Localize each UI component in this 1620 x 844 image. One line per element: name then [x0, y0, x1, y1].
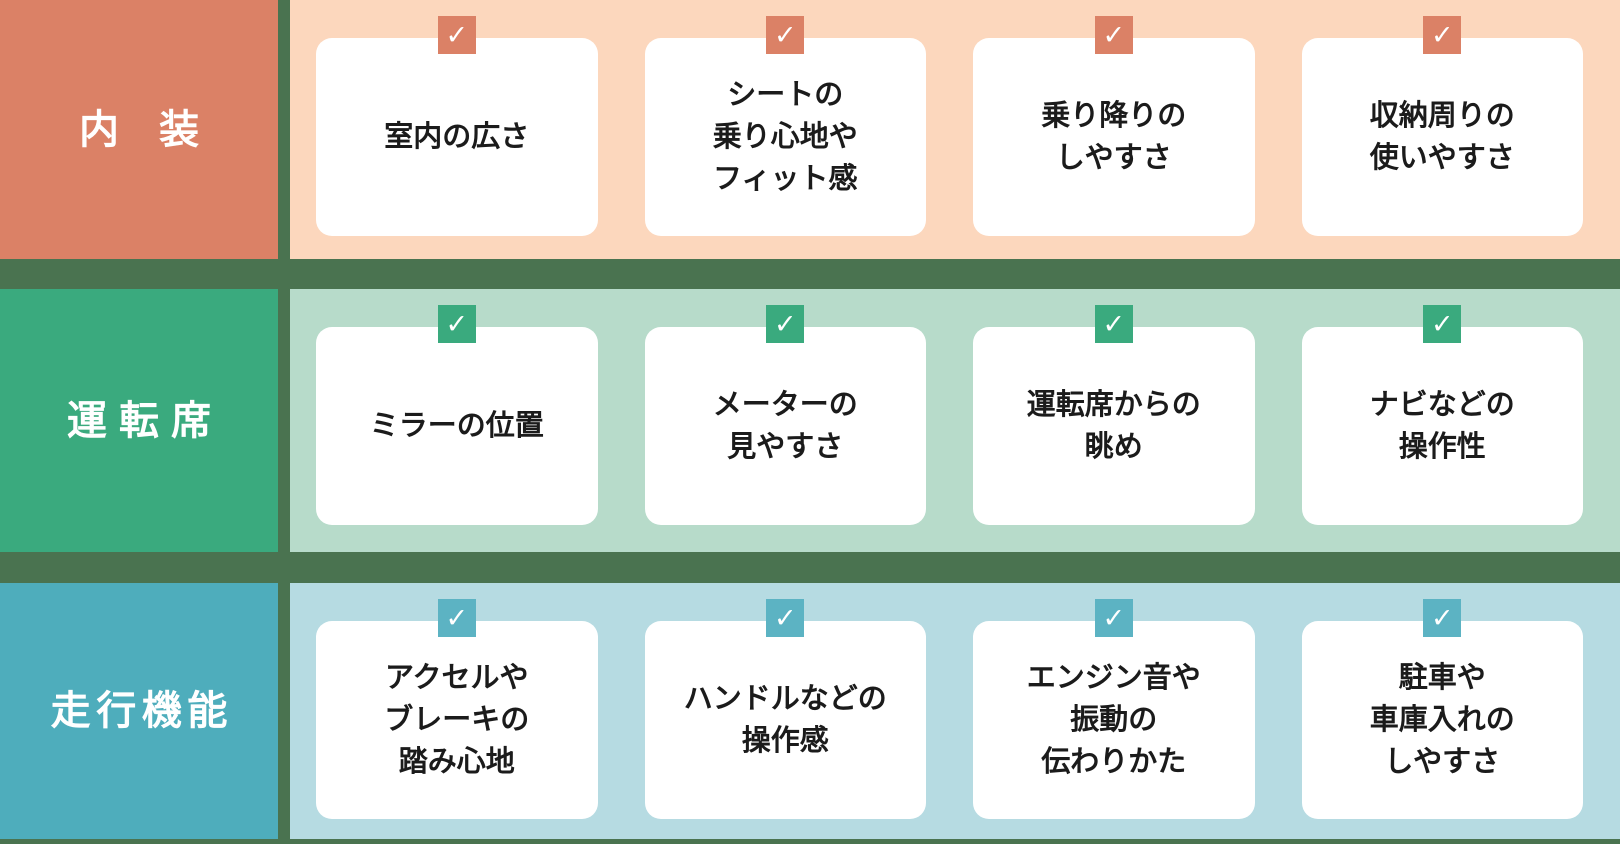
checkmark-glyph: ✓ — [1430, 308, 1454, 339]
checklist-card: ✓ 乗り降りの しやすさ — [973, 16, 1255, 236]
checkmark-glyph: ✓ — [773, 308, 797, 339]
row-driving-functions-title: 走行機能 — [50, 689, 233, 733]
checklist-card: ✓ ミラーの位置 — [316, 305, 598, 525]
checklist-card: ✓ エンジン音や 振動の 伝わりかた — [973, 599, 1255, 819]
checkmark-glyph: ✓ — [445, 19, 469, 50]
bottom-border — [0, 839, 1620, 844]
checklist-card: ✓ シートの 乗り心地や フィット感 — [644, 16, 926, 236]
checkbox-checked-icon[interactable]: ✓ — [766, 599, 805, 637]
checkbox-checked-icon[interactable]: ✓ — [766, 16, 805, 54]
card-label: 乗り降りの しやすさ — [1041, 99, 1187, 174]
checklist-card: ✓ ハンドルなどの 操作感 — [644, 599, 926, 819]
checkmark-glyph: ✓ — [773, 19, 797, 50]
row-interior-title: 内装 — [79, 107, 239, 152]
card-label: ミラーの位置 — [369, 409, 544, 442]
card-label: ナビなどの 操作性 — [1369, 388, 1515, 463]
checkbox-checked-icon[interactable]: ✓ — [1423, 599, 1462, 637]
checklist-card: ✓ 収納周りの 使いやすさ — [1301, 16, 1583, 236]
horizontal-divider — [0, 259, 1620, 289]
checkmark-glyph: ✓ — [1102, 308, 1126, 339]
row-driver-seat-title: 運転席 — [67, 398, 223, 443]
checkmark-glyph: ✓ — [1430, 602, 1454, 633]
row-interior-cards: ✓ 室内の広さ ✓ シートの 乗り心地や フィット感 ✓ 乗り降りの しやすさ … — [290, 0, 1620, 259]
checkmark-glyph: ✓ — [445, 602, 469, 633]
checkbox-checked-icon[interactable]: ✓ — [766, 305, 805, 343]
checkmark-glyph: ✓ — [773, 602, 797, 633]
card-label: 運転席からの 眺め — [1026, 388, 1201, 463]
row-interior: 内装 ✓ 室内の広さ ✓ シートの 乗り心地や フィット感 ✓ 乗り降りの しや… — [0, 0, 1620, 259]
checkbox-checked-icon[interactable]: ✓ — [1423, 305, 1462, 343]
checklist-card: ✓ ナビなどの 操作性 — [1301, 305, 1583, 525]
checkbox-checked-icon[interactable]: ✓ — [1094, 599, 1133, 637]
row-driver-seat-cards: ✓ ミラーの位置 ✓ メーターの 見やすさ ✓ 運転席からの 眺め ✓ ナビなど… — [290, 289, 1620, 552]
checklist-card: ✓ 運転席からの 眺め — [973, 305, 1255, 525]
checklist-card: ✓ 駐車や 車庫入れの しやすさ — [1301, 599, 1583, 819]
checkbox-checked-icon[interactable]: ✓ — [1423, 16, 1462, 54]
card-label: 駐車や 車庫入れの しやすさ — [1369, 661, 1515, 779]
checklist-card: ✓ 室内の広さ — [316, 16, 598, 236]
row-driving-functions-cards: ✓ アクセルや ブレーキの 踏み心地 ✓ ハンドルなどの 操作感 ✓ エンジン音… — [290, 583, 1620, 839]
card-label: 収納周りの 使いやすさ — [1369, 99, 1515, 174]
checkmark-glyph: ✓ — [445, 308, 469, 339]
row-driver-seat: 運転席 ✓ ミラーの位置 ✓ メーターの 見やすさ ✓ 運転席からの 眺め ✓ … — [0, 289, 1620, 552]
row-interior-header: 内装 — [0, 0, 278, 259]
card-label: メーターの 見やすさ — [712, 388, 858, 463]
checkbox-checked-icon[interactable]: ✓ — [437, 599, 476, 637]
row-driving-functions: 走行機能 ✓ アクセルや ブレーキの 踏み心地 ✓ ハンドルなどの 操作感 ✓ … — [0, 583, 1620, 839]
checkmark-glyph: ✓ — [1102, 602, 1126, 633]
card-label: 室内の広さ — [384, 120, 530, 153]
card-label: アクセルや ブレーキの 踏み心地 — [384, 661, 530, 779]
checkbox-checked-icon[interactable]: ✓ — [1094, 16, 1133, 54]
checklist-card: ✓ アクセルや ブレーキの 踏み心地 — [316, 599, 598, 819]
checkbox-checked-icon[interactable]: ✓ — [437, 16, 476, 54]
card-label: ハンドルなどの 操作感 — [683, 682, 887, 757]
row-driving-functions-header: 走行機能 — [0, 583, 278, 839]
card-label: エンジン音や 振動の 伝わりかた — [1026, 661, 1201, 779]
checkmark-glyph: ✓ — [1102, 19, 1126, 50]
horizontal-divider — [0, 552, 1620, 583]
checkmark-glyph: ✓ — [1430, 19, 1454, 50]
row-driver-seat-header: 運転席 — [0, 289, 278, 552]
checkbox-checked-icon[interactable]: ✓ — [437, 305, 476, 343]
checklist-card: ✓ メーターの 見やすさ — [644, 305, 926, 525]
checkbox-checked-icon[interactable]: ✓ — [1094, 305, 1133, 343]
card-label: シートの 乗り心地や フィット感 — [712, 78, 858, 196]
